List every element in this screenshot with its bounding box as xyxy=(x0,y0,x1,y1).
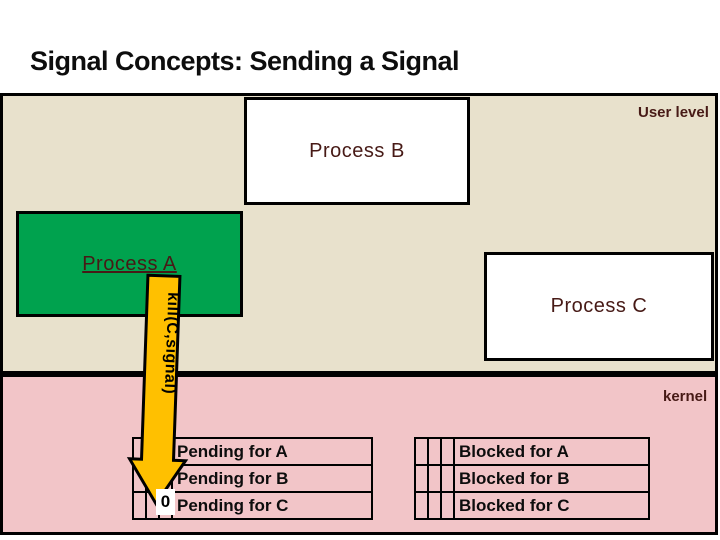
kernel-region xyxy=(0,374,718,535)
process-b-label: Process B xyxy=(309,139,405,162)
blocked-row-c-label: Blocked for C xyxy=(459,496,570,515)
bit-cell xyxy=(416,493,429,518)
bit-cell xyxy=(429,493,442,518)
blocked-signals-table: Blocked for A Blocked for B Blocked for … xyxy=(414,437,650,520)
process-c-box: Process C xyxy=(484,252,714,361)
down-arrow-icon xyxy=(126,273,189,507)
slide-title: Signal Concepts: Sending a Signal xyxy=(30,46,460,76)
blocked-row-b-label: Blocked for B xyxy=(459,469,570,488)
bit-cell xyxy=(442,493,455,518)
process-c-label: Process C xyxy=(550,295,648,317)
pending-row-a-label: Pending for A xyxy=(177,442,288,461)
user-level-label: User level xyxy=(638,104,709,121)
bit-cell xyxy=(442,466,455,491)
blocked-row-c: Blocked for C xyxy=(416,493,648,518)
kill-signal-arrow: kill(C,signal) xyxy=(125,273,203,511)
blocked-row-a-label: Blocked for A xyxy=(459,442,569,461)
bit-cell xyxy=(429,466,442,491)
process-a-label: Process A xyxy=(82,252,177,275)
kernel-label: kernel xyxy=(663,388,708,405)
pending-row-c-label: Pending for C xyxy=(177,496,289,515)
bit-cell xyxy=(429,439,442,464)
pending-bit-value: 0 xyxy=(156,489,175,515)
bit-cell xyxy=(134,493,147,518)
blocked-row-b: Blocked for B xyxy=(416,466,648,493)
blocked-row-a: Blocked for A xyxy=(416,439,648,466)
bit-cell xyxy=(442,439,455,464)
process-b-box: Process B xyxy=(244,97,470,205)
process-a-box: Process A xyxy=(16,211,243,317)
bit-cell xyxy=(416,439,429,464)
bit-cell xyxy=(416,466,429,491)
pending-row-b-label: Pending for B xyxy=(177,469,289,488)
